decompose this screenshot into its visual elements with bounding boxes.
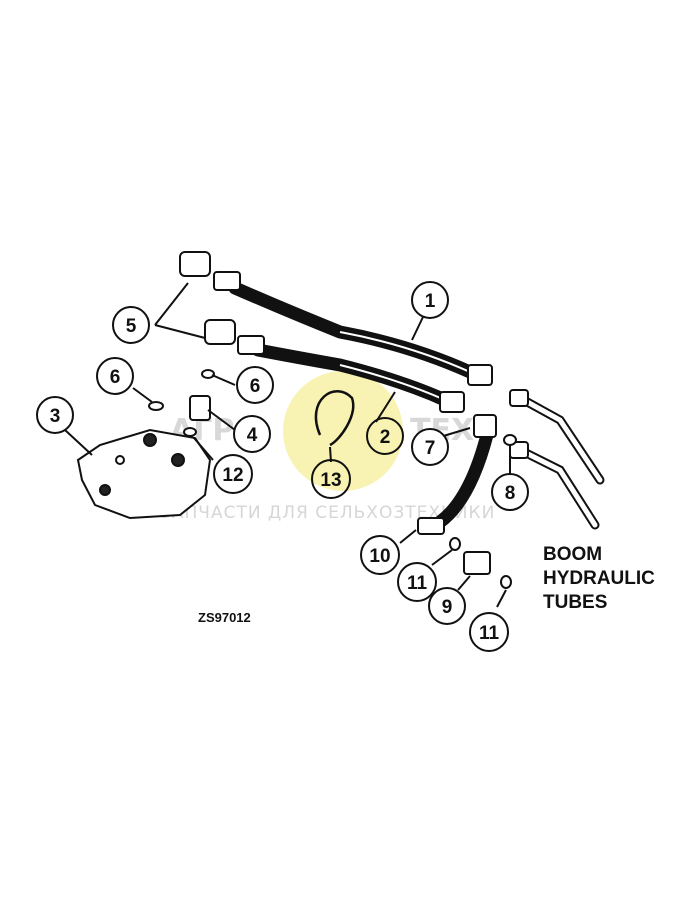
- boom-tube-lower-inner: [517, 447, 598, 528]
- leader-6b: [211, 374, 236, 386]
- callout-11-left: 11: [397, 562, 437, 602]
- valve-port-2: [171, 453, 185, 467]
- callout-6-left: 6: [96, 357, 134, 395]
- svg-text:11: 11: [407, 573, 428, 594]
- upper-hose-highlight: [339, 331, 471, 373]
- svg-text:9: 9: [442, 597, 453, 618]
- hose-end-lower-right: [439, 391, 465, 413]
- elbow-fitting-upper: [179, 251, 211, 277]
- leader-4: [207, 409, 236, 431]
- tube-nut-upper: [509, 389, 529, 407]
- hydraulic-lines: [228, 281, 605, 530]
- leader-5b: [154, 324, 206, 339]
- valve-port-3: [99, 484, 111, 496]
- svg-text:6: 6: [110, 367, 121, 388]
- svg-text:1: 1: [425, 291, 436, 312]
- o-ring-6-right: [201, 369, 215, 379]
- callout-9: 9: [428, 587, 466, 625]
- leader-5a: [154, 282, 189, 326]
- hose-end-upper-left: [213, 271, 241, 291]
- callout-5: 5: [112, 306, 150, 344]
- leader-12: [193, 437, 214, 461]
- connector-hose: [433, 428, 494, 529]
- o-ring-11-left: [449, 537, 461, 551]
- caption-line-2: HYDRAULIC: [543, 568, 655, 589]
- leader-10: [399, 529, 417, 544]
- callout-13: 13: [311, 459, 351, 499]
- svg-text:6: 6: [250, 376, 261, 397]
- valve-adapter: [189, 395, 211, 421]
- caption: BOOM HYDRAULIC TUBES: [543, 544, 655, 613]
- o-ring-6-left: [148, 401, 164, 411]
- hose-end-lower-left: [237, 335, 265, 355]
- leader-9: [457, 575, 471, 591]
- leader-2: [375, 391, 396, 423]
- caption-line-3: TUBES: [543, 592, 607, 613]
- svg-text:13: 13: [320, 470, 341, 491]
- svg-text:7: 7: [425, 438, 436, 459]
- svg-text:4: 4: [247, 425, 258, 446]
- callout-7: 7: [411, 428, 449, 466]
- svg-text:10: 10: [369, 546, 390, 567]
- callout-12: 12: [213, 454, 253, 494]
- o-ring-11-right: [500, 575, 512, 589]
- callouts: 1 2 3 4 5 6 6 7: [36, 281, 529, 652]
- leader-11a: [431, 549, 453, 566]
- fittings: [76, 251, 529, 589]
- callout-8: 8: [491, 473, 529, 511]
- straight-adapter: [417, 517, 445, 535]
- o-ring-8: [503, 434, 517, 446]
- svg-text:8: 8: [505, 483, 516, 504]
- callout-3: 3: [36, 396, 74, 434]
- hose-end-upper-right: [467, 364, 493, 386]
- callout-1: 1: [411, 281, 449, 319]
- hose-clip: [314, 390, 355, 447]
- leader-11b: [496, 589, 507, 608]
- coupler: [463, 551, 491, 575]
- control-valve: [76, 428, 212, 520]
- figure-id: ZS97012: [198, 610, 251, 625]
- svg-text:12: 12: [222, 465, 243, 486]
- elbow-fitting-lower: [204, 319, 236, 345]
- watermark-tagline: ЗАПЧАСТИ ДЛЯ СЕЛЬХОЗТЕХНИКИ: [160, 503, 495, 523]
- leader-1: [411, 316, 424, 341]
- leader-6a: [132, 387, 153, 403]
- boom-tube-upper-inner: [517, 395, 603, 483]
- svg-text:5: 5: [126, 316, 137, 337]
- callout-4: 4: [233, 415, 271, 453]
- caption-line-1: BOOM: [543, 544, 602, 565]
- lower-hose-highlight: [339, 364, 446, 401]
- callout-11-right: 11: [469, 612, 509, 652]
- callout-6-right: 6: [236, 366, 274, 404]
- valve-port-1: [143, 433, 157, 447]
- callout-2: 2: [366, 417, 404, 455]
- adapter-fitting: [473, 414, 497, 438]
- svg-text:2: 2: [380, 427, 391, 448]
- svg-text:11: 11: [479, 623, 500, 644]
- valve-port-4: [115, 455, 125, 465]
- o-ring-12: [183, 427, 197, 437]
- leader-3: [64, 429, 93, 456]
- svg-text:3: 3: [50, 406, 61, 427]
- callout-10: 10: [360, 535, 400, 575]
